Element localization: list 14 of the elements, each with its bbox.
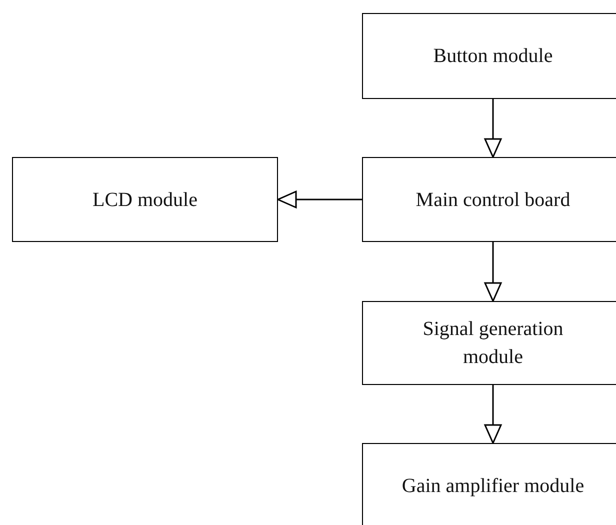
process-box xyxy=(362,443,616,525)
process-box xyxy=(362,157,616,242)
box-label: LCD module xyxy=(92,188,198,212)
box-label: Main control board xyxy=(416,188,570,212)
process-box xyxy=(12,157,278,242)
process-box xyxy=(362,13,616,99)
box-label: Button module xyxy=(433,44,553,69)
arrow xyxy=(484,385,502,444)
process-box xyxy=(362,301,616,385)
arrow xyxy=(484,242,502,302)
arrow xyxy=(484,99,502,158)
box-label: Signal generation module xyxy=(422,317,564,370)
box-label: Gain amplifier module xyxy=(402,474,584,499)
arrow xyxy=(277,190,362,208)
